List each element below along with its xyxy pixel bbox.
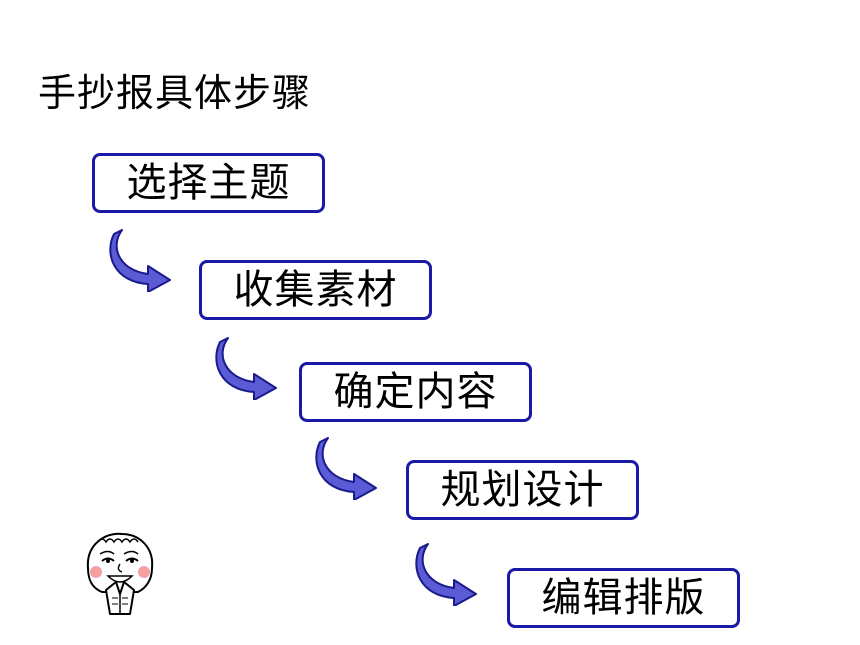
step-plan-design: 规划设计	[406, 460, 639, 520]
page-title: 手抄报具体步骤	[38, 71, 312, 115]
curved-arrow-icon	[215, 337, 277, 400]
step-select-topic: 选择主题	[92, 153, 325, 213]
step-collect-material: 收集素材	[199, 260, 432, 320]
curved-arrow-icon	[109, 229, 171, 292]
step-determine-content: 确定内容	[299, 362, 532, 422]
cartoon-face-icon	[86, 532, 154, 615]
curved-arrow-icon	[315, 437, 377, 500]
curved-arrow-icon	[415, 543, 477, 606]
step-edit-layout: 编辑排版	[507, 568, 740, 628]
